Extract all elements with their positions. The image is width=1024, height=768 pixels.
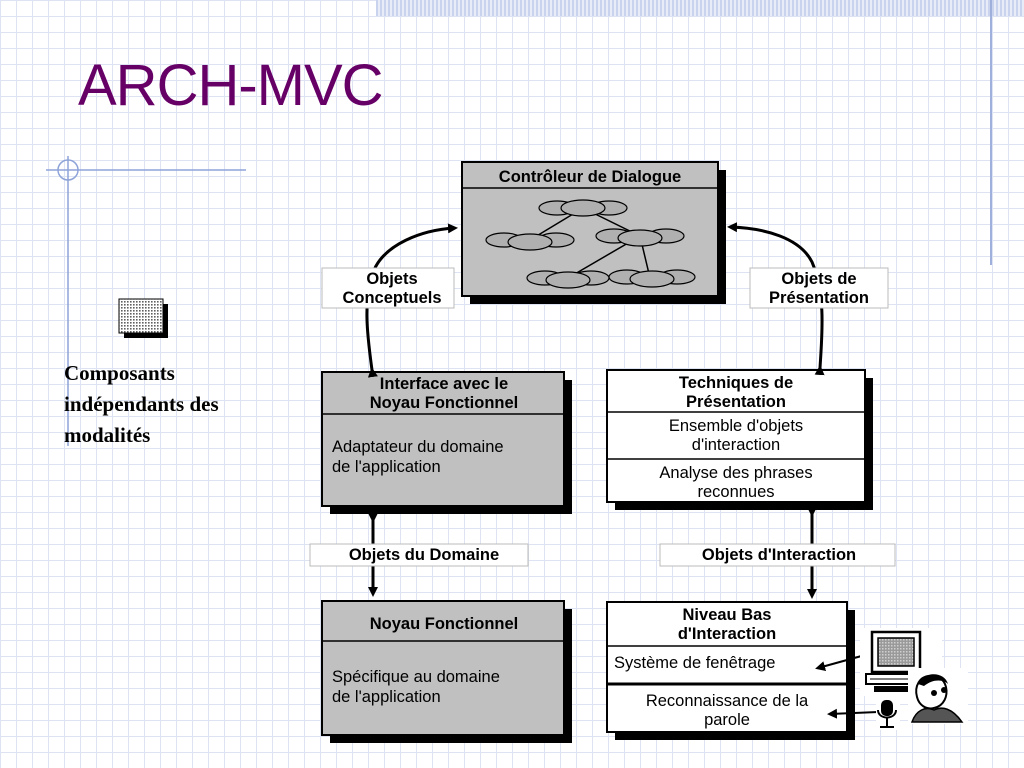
- label-objets-domaine: Objets du Domaine: [309, 543, 529, 567]
- label-objets-presentation-line: Présentation: [769, 289, 869, 307]
- bullet-line: indépendants des: [64, 392, 219, 416]
- dialogue-graph-nodes: [485, 199, 696, 289]
- label-objets-domaine-text: Objets du Domaine: [349, 546, 499, 564]
- arrow-right-curve: [727, 222, 825, 376]
- microphone-icon: [876, 696, 900, 730]
- label-objets-interaction-text: Objets d'Interaction: [702, 546, 856, 564]
- techniques-title-line: Présentation: [686, 393, 786, 411]
- computer-icon: [860, 628, 942, 696]
- top-decorative-band: [376, 0, 1024, 16]
- label-objets-presentation-line: Objets de: [781, 270, 856, 288]
- techniques-section-line: d'interaction: [692, 436, 780, 454]
- noyau-fonctionnel-box: Noyau Fonctionnel Spécifique au domaine …: [321, 600, 572, 743]
- techniques-section-line: reconnues: [697, 483, 774, 501]
- niveau-bas-section: Système de fenêtrage: [614, 654, 775, 672]
- techniques-title-line: Techniques de: [679, 374, 793, 392]
- niveau-bas-section-line: Reconnaissance de la: [646, 692, 809, 710]
- bullet-line: Composants: [64, 361, 175, 385]
- right-decorative-line: [990, 0, 992, 265]
- bullet-line: modalités: [64, 423, 151, 447]
- controleur-dialogue-box: Contrôleur de Dialogue: [461, 161, 726, 304]
- shaded-square-bullet-icon: [118, 298, 168, 338]
- label-objets-interaction: Objets d'Interaction: [659, 543, 896, 567]
- noyau-title: Noyau Fonctionnel: [370, 615, 519, 633]
- crosshair-ornament-icon: [46, 156, 246, 446]
- bullet-text: Composants indépendants des modalités: [64, 358, 284, 451]
- label-objets-presentation: Objets de Présentation: [749, 267, 889, 309]
- techniques-section-line: Analyse des phrases: [659, 464, 812, 482]
- noyau-body-line: Spécifique au domaine: [332, 668, 500, 686]
- niveau-bas-title-line: Niveau Bas: [683, 606, 772, 624]
- controleur-title: Contrôleur de Dialogue: [499, 168, 681, 186]
- interface-body-line: de l'application: [332, 458, 441, 476]
- label-objets-conceptuels: Objets Conceptuels: [321, 267, 455, 309]
- noyau-body-line: de l'application: [332, 688, 441, 706]
- techniques-section-line: Ensemble d'objets: [669, 417, 803, 435]
- interface-title-line: Interface avec le: [380, 375, 508, 393]
- arrow-to-parole: [827, 708, 879, 719]
- person-icon: [908, 668, 968, 724]
- niveau-bas-title-line: d'Interaction: [678, 625, 776, 643]
- interface-noyau-box: Interface avec le Noyau Fonctionnel Adap…: [321, 371, 572, 514]
- label-objets-conceptuels-line: Objets: [366, 270, 417, 288]
- slide-title: ARCH-MVC: [78, 53, 384, 118]
- interface-body-line: Adaptateur du domaine: [332, 438, 504, 456]
- niveau-bas-interaction-box: Niveau Bas d'Interaction Système de fenê…: [606, 601, 855, 740]
- niveau-bas-section-line: parole: [704, 711, 750, 729]
- label-objets-conceptuels-line: Conceptuels: [342, 289, 441, 307]
- interface-title-line: Noyau Fonctionnel: [370, 394, 519, 412]
- techniques-presentation-box: Techniques de Présentation Ensemble d'ob…: [606, 369, 873, 510]
